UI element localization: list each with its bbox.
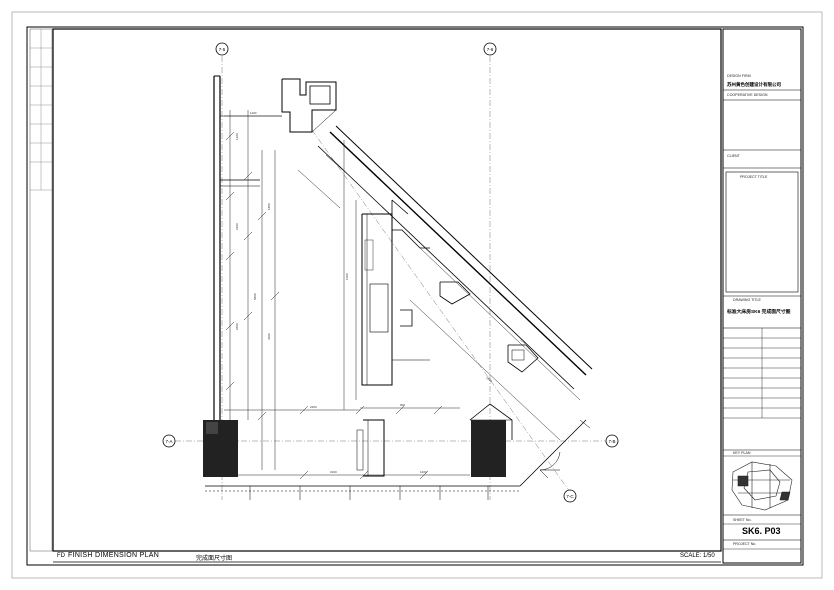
svg-text:2200: 2200 [310,405,317,409]
plan-scale: SCALE: 1/50 [680,553,715,559]
key-plan-label: KEY PLAN [733,451,751,455]
svg-text:900: 900 [400,403,405,407]
plan-code: FD [57,553,65,559]
axis-bubble-right: 7-B [605,434,619,448]
axis-label-top-left: 7-5 [219,47,226,52]
sheet-number-value: SK6. P03 [742,526,781,536]
svg-text:1600: 1600 [345,273,349,280]
project-title-label: PROJECT TITLE [740,175,768,179]
svg-text:5800: 5800 [253,293,257,300]
axis-bubble-top-left: 7-5 [215,42,229,56]
walls [205,75,593,492]
axis-label-diagonal: 7-C [566,494,574,499]
outer-border [11,11,823,579]
dimension-lines [224,110,581,480]
frame-border [26,26,804,566]
dimension-numbers: 1200 2400 2600 5800 1800 3400 2200 900 3… [235,111,527,474]
structural-column-right [471,420,506,477]
axis-label-right: 7-B [608,439,615,444]
title-block-frame [722,28,802,564]
svg-text:3400: 3400 [267,333,271,340]
axis-label-top-right: 7-6 [487,47,494,52]
axis-label-left: 7-A [165,439,172,444]
svg-text:1800: 1800 [267,203,271,210]
plan-title-cn: 完成面尺寸图 [196,556,233,562]
axis-bubble-left: 7-A [162,434,176,448]
revision-strip [29,28,53,552]
key-plan-thumbnail [731,461,793,511]
design-firm-label: DESIGN FIRM [727,74,751,78]
svg-text:1100: 1100 [250,111,257,115]
svg-text:2600: 2600 [485,376,493,384]
structural-column-small [206,422,218,434]
project-number-label: PROJECT No. [733,542,757,546]
facade-mullions [249,419,591,500]
sheet-number-label: SHEET No. [733,518,752,522]
svg-text:1200: 1200 [235,133,239,140]
drawing-area-border [52,28,722,552]
svg-text:1200: 1200 [420,470,427,474]
plan-title: FINISH DIMENSION PLAN [68,552,160,559]
svg-text:3100: 3100 [330,470,337,474]
revision-strip-label [31,59,35,60]
drawing-title-label: DRAWING TITLE [733,298,761,302]
svg-text:2600: 2600 [235,323,239,330]
drawing-title-value: 标准大床房SK6 完成面尺寸图 [727,310,791,315]
axis-bubble-diagonal: 7-C [563,489,577,503]
axis-bubble-top-right: 7-6 [483,42,497,56]
grid-lines [175,56,612,500]
client-label: CLIENT [727,154,740,158]
svg-text:3100: 3100 [519,338,527,346]
svg-text:2400: 2400 [235,223,239,230]
cooperative-design-label: COOPERATIVE DESIGN [727,93,768,97]
design-firm-value: 苏州黄色创建设计有限公司 [727,82,781,87]
